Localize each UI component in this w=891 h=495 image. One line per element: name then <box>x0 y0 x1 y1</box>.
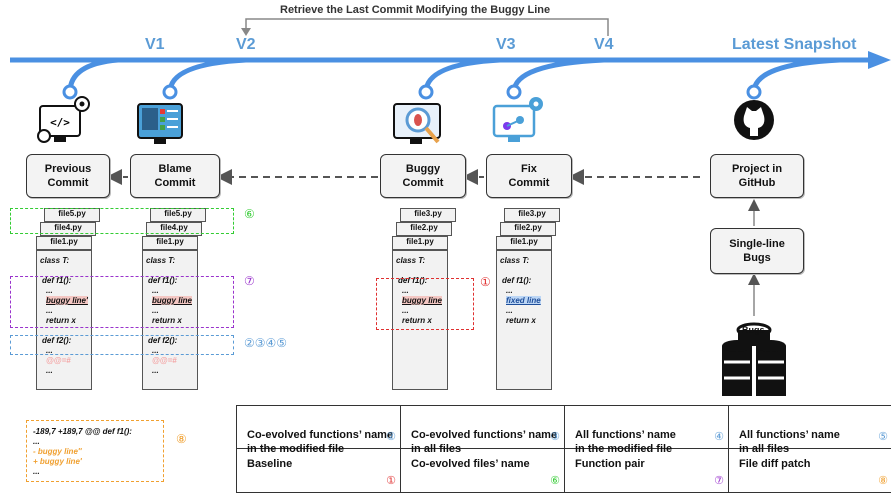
buggy-commit-node: Buggy Commit <box>380 154 466 198</box>
svg-text:</>: </> <box>50 116 70 129</box>
fix-commit-node: Fix Commit <box>486 154 572 198</box>
bug-search-icon <box>393 103 441 144</box>
buggy-line: buggy line <box>402 296 442 305</box>
branch-fix <box>511 57 605 93</box>
file-tab: file3.py <box>504 208 560 222</box>
code-block: class T: def f1(): ... buggy line' ... r… <box>40 256 88 375</box>
diff-removed: - buggy line'' <box>33 447 82 456</box>
fixed-line: fixed line <box>506 296 541 305</box>
file-tab: file1.py <box>392 236 448 250</box>
single-line-bugs-node: Single-line Bugs <box>710 228 804 274</box>
retrieve-label: Retrieve the Last Commit Modifying the B… <box>280 4 551 16</box>
project-github-node: Project in GitHub <box>710 154 804 198</box>
marker-7: ⑦ <box>244 274 255 288</box>
branch-github <box>751 57 841 93</box>
legend-cell: All functions’ name in the modified file… <box>565 406 729 455</box>
branch-buggy <box>423 57 501 93</box>
settings-monitor-icon <box>492 97 543 142</box>
other-functions-highlight <box>10 335 234 355</box>
function-highlight <box>10 276 234 328</box>
marker-2345: ②③④⑤ <box>244 336 288 350</box>
file-tab: file2.py <box>396 222 452 236</box>
files-highlight <box>10 208 234 234</box>
github-icon <box>734 100 774 140</box>
code-block: class T: def f1(): ... buggy line ... re… <box>396 256 442 325</box>
file-tab: file4.py <box>40 222 96 236</box>
code-monitor-icon: </> <box>37 96 90 143</box>
database-icon <box>722 322 786 396</box>
version-v2: V2 <box>236 36 256 53</box>
marker-8: ⑧ <box>176 432 187 446</box>
buggy-function-highlight <box>376 278 474 330</box>
code-page <box>36 250 92 390</box>
code-page <box>496 250 552 390</box>
version-v4: V4 <box>594 36 614 53</box>
file-tab: file2.py <box>500 222 556 236</box>
diff-added: + buggy line' <box>33 457 82 466</box>
checklist-monitor-icon <box>137 103 183 144</box>
marker-1: ① <box>480 275 491 289</box>
file-tab: file1.py <box>142 236 198 250</box>
code-block: class T: def f1(): ... buggy line ... re… <box>146 256 192 375</box>
file-tab: file1.py <box>496 236 552 250</box>
file-tab: file3.py <box>400 208 456 222</box>
file-tab: file4.py <box>146 222 202 236</box>
code-page <box>392 250 448 390</box>
legend-cell: Co-evolved functions’ name in the modifi… <box>237 406 401 455</box>
version-v3: V3 <box>496 36 516 53</box>
marker-6: ⑥ <box>244 207 255 221</box>
version-latest: Latest Snapshot <box>732 36 857 53</box>
previous-commit-node: Previous Commit <box>26 154 110 198</box>
diff-header: -189,7 +189,7 @@ def f1(): <box>33 427 132 436</box>
branch-previous <box>67 57 119 93</box>
retrieve-bracket <box>245 18 609 36</box>
legend-table: Co-evolved functions’ name in the modifi… <box>236 405 891 493</box>
buggy-line-prev: buggy line' <box>46 296 88 305</box>
diff-patch-box: -189,7 +189,7 @@ def f1(): ... - buggy l… <box>26 420 164 482</box>
code-page <box>142 250 198 390</box>
buggy-line: buggy line <box>152 296 192 305</box>
file-tab: file1.py <box>36 236 92 250</box>
version-v1: V1 <box>145 36 165 53</box>
blame-commit-node: Blame Commit <box>130 154 220 198</box>
branch-blame <box>167 57 247 93</box>
bugs-db-label: Bugs <box>742 325 765 335</box>
code-block: class T: def f1(): ... fixed line ... re… <box>500 256 541 325</box>
